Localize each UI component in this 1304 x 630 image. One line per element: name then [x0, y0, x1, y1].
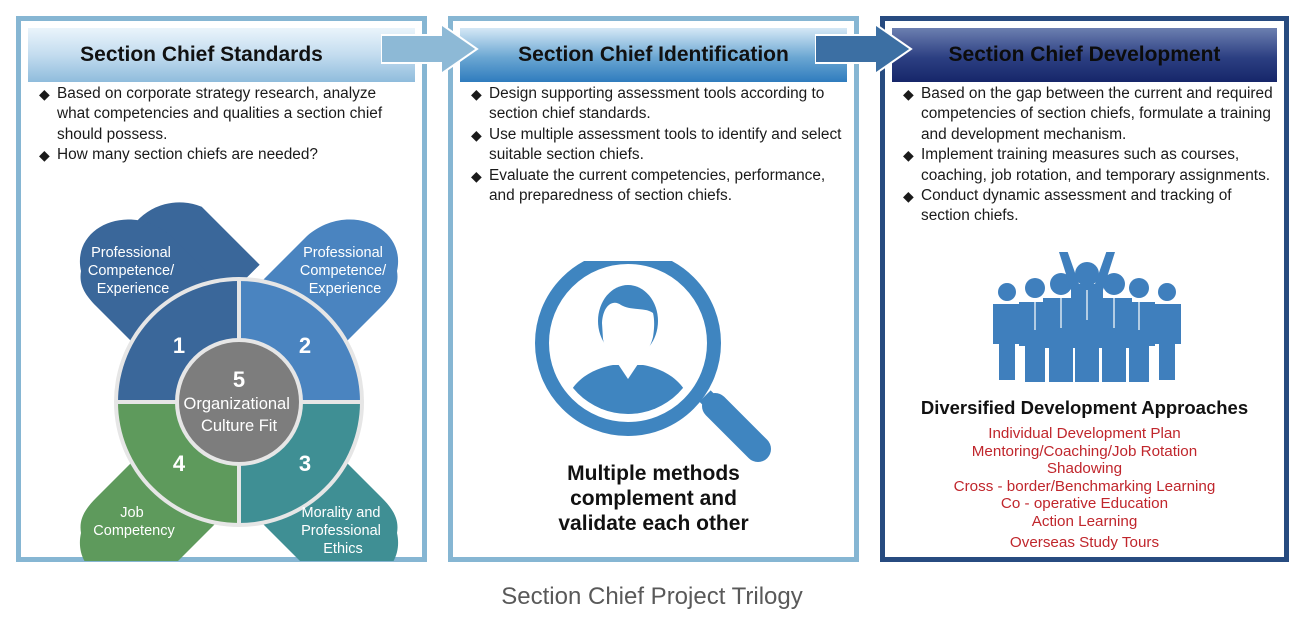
standards-bullets: Based on corporate strategy research, an…: [39, 84, 412, 166]
approach-item: Mentoring/Coaching/Job Rotation: [971, 442, 1198, 460]
bullet-item: Implement training measures such as cour…: [903, 145, 1274, 186]
bullet-item: Based on corporate strategy research, an…: [39, 84, 412, 145]
quadrant-3-number: 3: [299, 451, 311, 476]
methods-line: validate each other: [558, 512, 749, 535]
bullet-item: Use multiple assessment tools to identif…: [471, 125, 844, 166]
center-circle: [179, 342, 299, 462]
approaches-list: Individual Development Plan Mentoring/Co…: [885, 425, 1284, 551]
competency-model-diagram: Professional Competence/ Experience Prof…: [79, 202, 399, 561]
methods-line: Multiple methods: [567, 462, 740, 485]
standards-header: Section Chief Standards: [28, 28, 415, 82]
approach-item: Overseas Study Tours: [1009, 533, 1160, 551]
methods-line: complement and: [570, 487, 737, 510]
figure-caption: Section Chief Project Trilogy: [501, 583, 803, 610]
bullet-item: Based on the gap between the current and…: [903, 84, 1274, 145]
petal-1-label: Professional Competence/ Experience: [88, 245, 178, 297]
quadrant-2-number: 2: [299, 333, 311, 358]
identification-header: Section Chief Identification: [460, 28, 847, 82]
bullet-item: How many section chiefs are needed?: [39, 145, 412, 166]
petal-4-label: Job Competency: [93, 505, 175, 539]
approaches-title: Diversified Development Approaches: [920, 397, 1249, 418]
approach-item: Action Learning: [1031, 512, 1138, 530]
team-cheering-icon: [993, 252, 1181, 382]
quadrant-4-number: 4: [173, 451, 186, 476]
standards-panel: Section Chief Standards Based on corpora…: [16, 16, 427, 562]
petal-3-label: Morality and Professional Ethics: [301, 505, 385, 557]
development-header: Section Chief Development: [892, 28, 1277, 82]
arrow-standards-to-identification: [381, 24, 479, 74]
bullet-item: Conduct dynamic assessment and tracking …: [903, 186, 1274, 227]
petal-2-label: Professional Competence/ Experience: [300, 245, 390, 297]
center-number: 5: [233, 367, 245, 392]
development-panel: Section Chief Development Based on the g…: [880, 16, 1289, 562]
center-label: Organizational Culture Fit: [184, 395, 295, 435]
development-bullets: Based on the gap between the current and…: [903, 84, 1274, 227]
identification-bullets: Design supporting assessment tools accor…: [471, 84, 844, 206]
approach-item: Cross - border/Benchmarking Learning: [953, 477, 1216, 495]
bullet-item: Design supporting assessment tools accor…: [471, 84, 844, 125]
approach-item: Individual Development Plan: [988, 425, 1181, 442]
approach-item: Shadowing: [1046, 460, 1123, 478]
arrow-identification-to-development: [815, 24, 913, 74]
magnifier-person-icon: [535, 261, 771, 462]
identification-panel: Section Chief Identification Design supp…: [448, 16, 859, 562]
quadrant-1-number: 1: [173, 333, 185, 358]
bullet-item: Evaluate the current competencies, perfo…: [471, 166, 844, 207]
methods-caption: Multiple methods complement and validate…: [453, 461, 854, 536]
approach-item: Co - operative Education: [1000, 495, 1169, 513]
